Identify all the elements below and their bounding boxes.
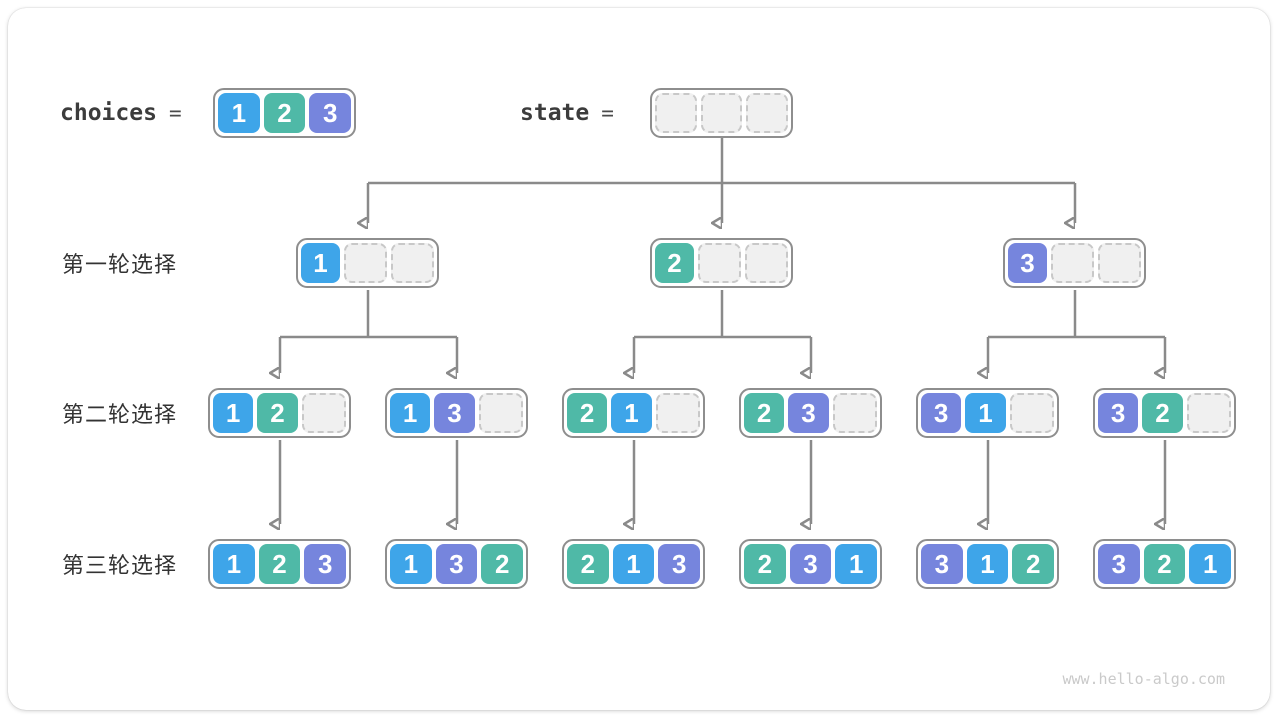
array-cell: 1	[301, 243, 340, 283]
array-cell-empty	[655, 93, 697, 133]
array-cell-empty	[700, 93, 743, 133]
site-watermark: www.hello-algo.com	[1062, 670, 1225, 688]
diagram-card	[8, 8, 1270, 710]
array-cell: 3	[309, 93, 352, 133]
array-cell-empty	[1098, 243, 1141, 283]
state-array	[650, 88, 793, 138]
array-cell-empty	[745, 243, 788, 283]
array-cell: 3	[1098, 544, 1140, 584]
array-cell-empty	[655, 393, 700, 433]
array-cell: 1	[966, 544, 1009, 584]
array-cell: 2	[655, 243, 694, 283]
choices-equals: =	[168, 101, 182, 125]
array-cell: 2	[567, 393, 608, 433]
array-cell: 1	[213, 544, 255, 584]
row-label-round-3: 第三轮选择	[62, 553, 178, 578]
array-cell: 3	[658, 544, 701, 584]
array-cell-empty	[301, 393, 346, 433]
array-cell: 2	[567, 544, 609, 584]
array-cell: 1	[611, 393, 652, 433]
array-cell: 1	[612, 544, 655, 584]
array-cell-empty	[391, 243, 434, 283]
array-cell: 2	[1012, 544, 1055, 584]
array-cell-empty	[478, 393, 523, 433]
array-cell: 2	[258, 544, 301, 584]
node-2: 2	[650, 238, 793, 288]
node-1: 1	[296, 238, 439, 288]
choices-label: choices	[60, 100, 157, 126]
array-cell: 3	[789, 544, 832, 584]
array-cell: 1	[390, 393, 431, 433]
array-cell: 2	[257, 393, 298, 433]
state-header: state =	[520, 88, 614, 138]
array-cell-empty	[1009, 393, 1054, 433]
array-cell: 1	[218, 93, 260, 133]
array-cell: 3	[921, 393, 962, 433]
node-3: 3	[1003, 238, 1146, 288]
state-label: state	[520, 100, 590, 126]
array-cell-empty	[698, 243, 741, 283]
array-cell-empty	[1186, 393, 1231, 433]
row-label-round-2: 第二轮选择	[62, 402, 178, 427]
array-cell: 3	[1098, 393, 1139, 433]
array-cell: 3	[435, 544, 478, 584]
array-cell: 2	[263, 93, 306, 133]
array-cell-empty	[746, 93, 789, 133]
array-cell-empty	[344, 243, 387, 283]
array-cell-empty	[832, 393, 877, 433]
array-cell: 1	[835, 544, 878, 584]
choices-header: choices =	[60, 88, 182, 138]
array-cell: 1	[213, 393, 254, 433]
array-cell: 1	[1189, 544, 1232, 584]
array-cell: 2	[744, 544, 786, 584]
array-cell: 1	[390, 544, 432, 584]
array-cell: 1	[965, 393, 1006, 433]
array-cell: 3	[788, 393, 829, 433]
array-cell: 3	[921, 544, 963, 584]
state-equals: =	[601, 101, 614, 125]
array-cell-empty	[1051, 243, 1094, 283]
array-cell: 3	[304, 544, 347, 584]
array-cell: 2	[481, 544, 524, 584]
array-cell: 3	[1008, 243, 1047, 283]
row-label-round-1: 第一轮选择	[62, 252, 178, 277]
array-cell: 2	[1142, 393, 1183, 433]
array-cell: 2	[744, 393, 785, 433]
array-cell: 2	[1143, 544, 1186, 584]
array-cell: 3	[434, 393, 475, 433]
